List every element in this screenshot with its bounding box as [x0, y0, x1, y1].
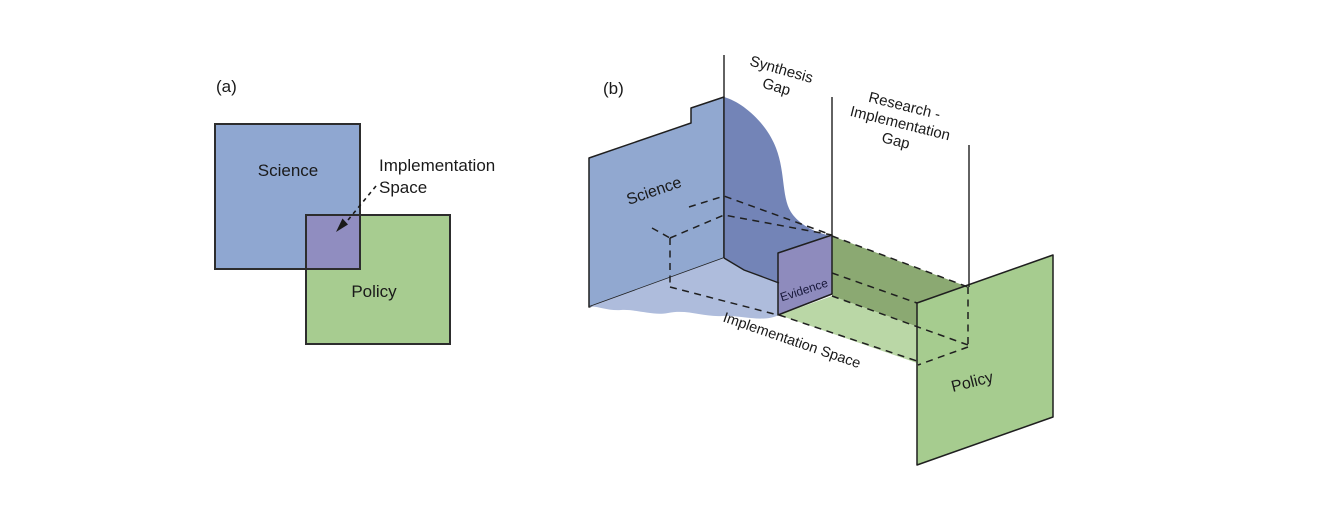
synthesis-gap-label: Synthesis Gap	[748, 53, 815, 100]
prism-wall-bottom-edge	[917, 346, 969, 366]
panel-b: (b)	[588, 53, 1054, 466]
implementation-space-label-line1: Implementation	[379, 156, 495, 175]
prism-top-front-edge	[669, 214, 833, 239]
implementation-space-prism	[651, 195, 969, 366]
synthesis-flow	[724, 97, 832, 283]
implementation-space-label-line2: Space	[379, 178, 427, 197]
policy-wall	[916, 254, 1054, 466]
prism-cap-top-edge	[651, 227, 671, 239]
panel-a-tag: (a)	[216, 77, 237, 96]
evidence-cube	[777, 234, 833, 316]
research-gap-line3: Gap	[880, 129, 912, 152]
implementation-space-overlap	[305, 214, 361, 270]
implementation-space-arrowhead-icon	[336, 218, 348, 232]
panel-b-tag: (b)	[603, 79, 624, 98]
policy-square-label: Policy	[351, 282, 397, 301]
panel-a: (a) Science Policy Implementation Space	[214, 77, 495, 345]
pool-edge-line	[723, 257, 780, 284]
research-implementation-gap-label: Research - Implementation Gap	[848, 89, 952, 153]
prism-right-mid-edge	[831, 272, 918, 304]
science-square-label: Science	[258, 161, 318, 180]
prism-bottom-front-edge	[669, 286, 779, 316]
